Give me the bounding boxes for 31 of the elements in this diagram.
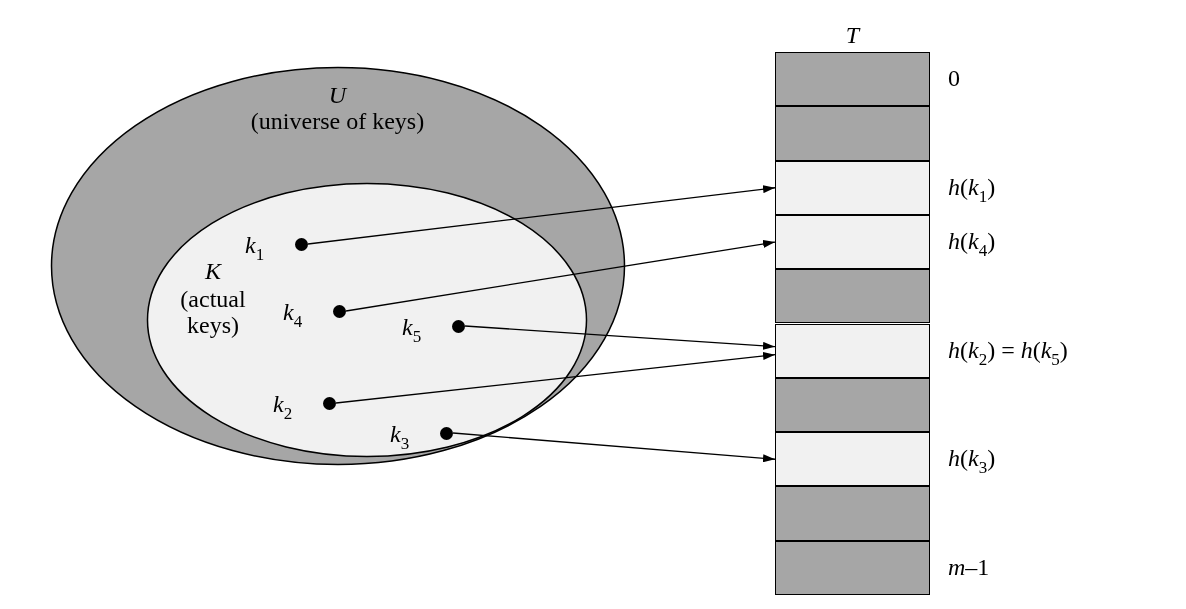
table-slot [775, 377, 930, 433]
set-name: K [204, 258, 223, 284]
slot-label: m–1 [948, 553, 990, 580]
key-label: k$_{4}$ [283, 299, 303, 333]
slot-label: h(k$_{2}$) = h(k$_{5}$) [948, 336, 1068, 371]
slot-label: h(k$_{1}$) [948, 173, 996, 208]
table-name: T [844, 22, 862, 48]
table-slot [775, 540, 930, 595]
table-slot [775, 214, 930, 270]
table-slot [775, 432, 930, 487]
table-slot [775, 52, 930, 107]
table-slot [775, 106, 930, 161]
table-slot [775, 323, 930, 378]
slot-label: 0 [948, 65, 960, 92]
slot-label: h(k$_{3}$) [948, 445, 996, 480]
slot-label: h(k$_{4}$) [948, 228, 996, 263]
arrow [335, 352, 776, 404]
arrow [345, 240, 776, 312]
table-slot [775, 486, 930, 541]
set-description: (universe of keys) [249, 108, 426, 134]
key-label: k$_{1}$ [245, 232, 265, 266]
set-name: U [327, 82, 349, 108]
arrow [307, 185, 776, 245]
table-slot [775, 269, 930, 324]
arrow [452, 432, 776, 463]
key-label: k$_{5}$ [402, 314, 422, 348]
arrow [464, 325, 776, 350]
key-label: k$_{3}$ [390, 421, 410, 455]
table-slot [775, 160, 930, 215]
set-description: (actual keys) [179, 286, 247, 338]
key-label: k$_{2}$ [273, 391, 293, 425]
